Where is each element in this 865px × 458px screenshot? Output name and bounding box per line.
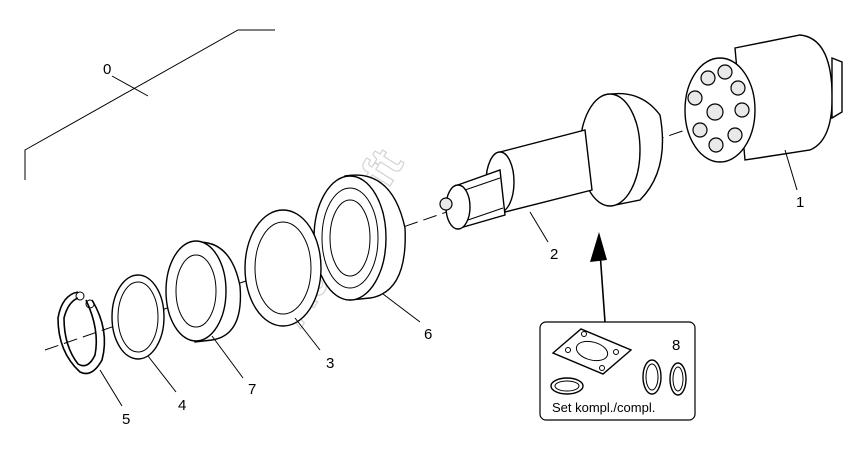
callout-8: 8: [672, 337, 680, 354]
part-2-shaft: [439, 92, 664, 230]
callout-2: 2: [550, 246, 558, 263]
part-5-circlip: [57, 291, 106, 375]
part-7-bearing-sleeve: [165, 240, 242, 343]
set-label: Set kompl./compl.: [552, 400, 655, 415]
seal-set-box: [539, 321, 696, 421]
callout-3: 3: [326, 355, 334, 372]
gasket-plate: [551, 328, 633, 375]
set-arrow: [590, 232, 607, 323]
leader-lines: [99, 149, 798, 407]
seal-ring-a: [550, 377, 584, 395]
callout-6: 6: [424, 326, 432, 343]
assembly-bracket: [24, 29, 275, 180]
seal-ring-c: [669, 362, 687, 396]
callout-5: 5: [122, 411, 130, 428]
part-6-bearing: [313, 174, 406, 301]
part-1-cylinder-block: [684, 34, 843, 163]
callout-0: 0: [103, 61, 111, 78]
callout-7: 7: [248, 381, 256, 398]
callout-4: 4: [178, 397, 186, 414]
part-4-o-ring: [111, 274, 165, 360]
callout-1: 1: [796, 194, 804, 211]
part-3-washer: [244, 209, 322, 327]
